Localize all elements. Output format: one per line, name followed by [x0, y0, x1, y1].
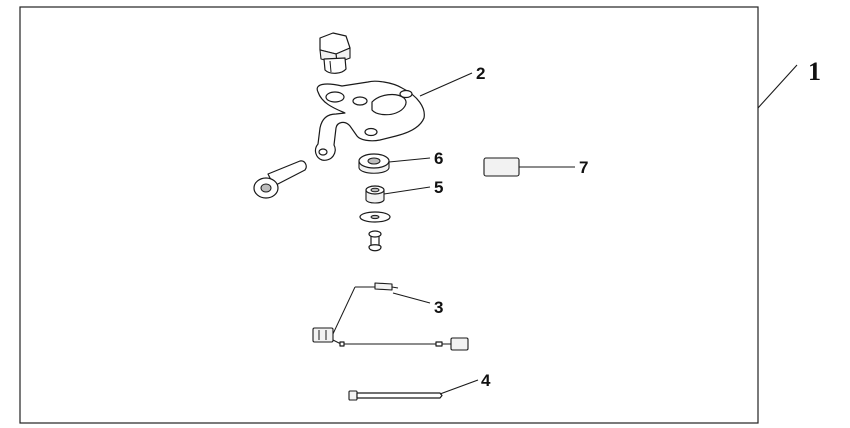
harness-leader-line — [392, 292, 431, 304]
bracket-leader-line — [419, 72, 473, 97]
callout-tape: 7 — [579, 158, 588, 177]
callout-collar: 5 — [434, 178, 443, 197]
callout-bracket: 2 — [476, 64, 485, 83]
collar-part — [365, 185, 385, 204]
hex-bolt-part — [319, 32, 351, 74]
cable-tie-part — [348, 390, 443, 401]
collar-leader-line — [383, 186, 431, 195]
callout-kit: 1 — [808, 57, 821, 86]
callout-grommet: 6 — [434, 149, 443, 168]
screw-part — [368, 230, 382, 252]
cable-tie-leader-line — [439, 379, 479, 395]
kit-frame — [19, 6, 759, 424]
sub-harness-part — [312, 282, 469, 351]
washer-part — [359, 211, 391, 223]
tape-part — [483, 157, 520, 177]
kit-leader-line — [757, 64, 798, 109]
socket-bolt-part — [253, 160, 307, 199]
mounting-bracket-part — [314, 80, 425, 161]
grommet-leader-line — [388, 157, 431, 163]
grommet-part — [358, 153, 390, 174]
callout-cable-tie: 4 — [481, 371, 491, 390]
callout-harness: 3 — [434, 298, 443, 317]
